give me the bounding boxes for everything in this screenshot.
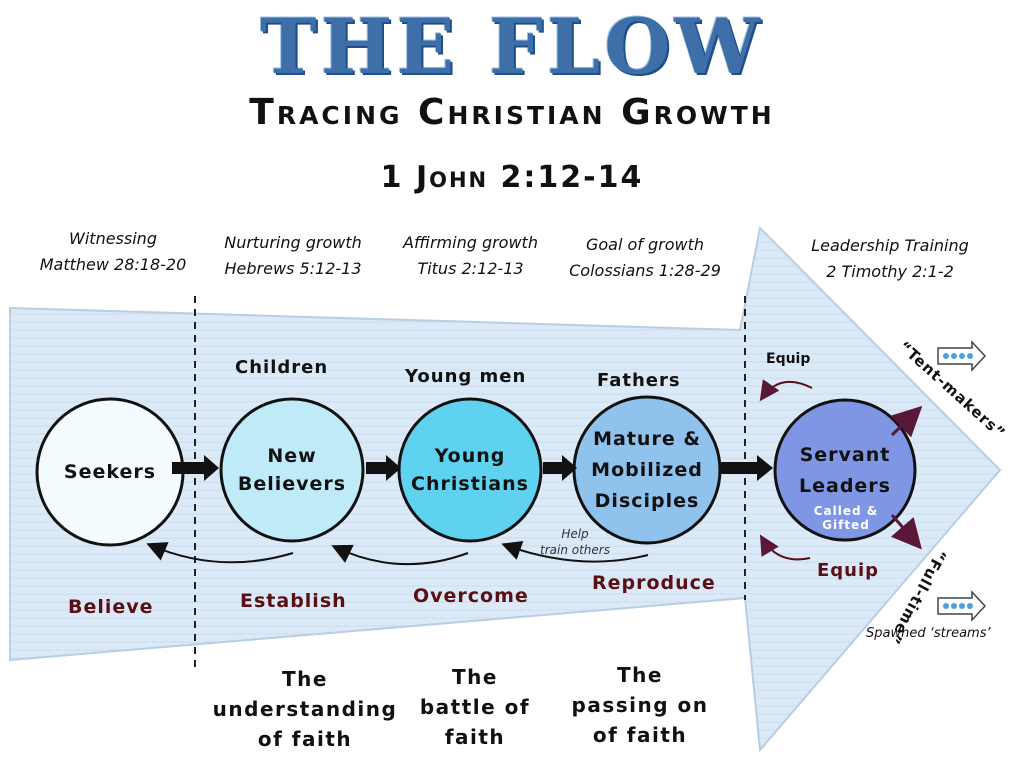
scripture-reference: 1 John 2:12-14	[380, 160, 644, 195]
equip-label-bottom: Equip	[817, 560, 880, 581]
group-label-fathers: Fathers	[597, 370, 681, 391]
stream-icon-top	[937, 340, 987, 372]
action-overcome: Overcome	[413, 585, 529, 607]
page-subtitle: Tracing Christian Growth	[249, 92, 775, 133]
stream-icon-bottom	[937, 590, 987, 622]
stream-arrow-tentmakers	[890, 405, 923, 438]
page-title: THE FLOW	[260, 2, 764, 91]
group-label-young-men: Young men	[405, 366, 527, 387]
equip-arrow-bottom	[759, 534, 811, 561]
circle-label-seekers: Seekers	[63, 461, 157, 483]
equip-arrow-top	[759, 379, 813, 402]
circle-new-believers	[219, 397, 365, 543]
action-believe: Believe	[68, 596, 154, 618]
stream-arrow-fulltime	[890, 514, 922, 550]
equip-label-top: Equip	[766, 351, 811, 367]
action-establish: Establish	[240, 590, 347, 612]
called-gifted-note: Called &Gifted	[813, 504, 879, 532]
return-arrows	[146, 541, 649, 566]
action-reproduce: Reproduce	[592, 572, 716, 594]
forward-arrows	[172, 455, 773, 481]
spawned-streams-label: Spawned ‘streams’	[866, 626, 991, 641]
group-label-children: Children	[235, 357, 329, 378]
circle-young-christians	[397, 397, 543, 543]
circle-servant-leaders	[773, 398, 917, 542]
